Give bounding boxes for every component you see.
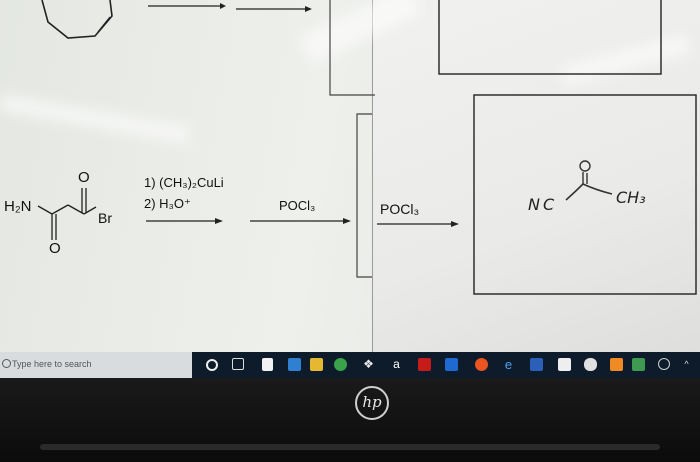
powerpoint-icon[interactable] <box>610 358 623 371</box>
reaction-arrow-3-head <box>451 221 459 227</box>
product-oxygen <box>579 160 591 172</box>
lock-icon[interactable] <box>262 358 273 371</box>
edge-icon[interactable]: e <box>504 357 513 372</box>
reagent-step-1: 1) (CH₃)₂CuLi <box>144 175 224 190</box>
amine-label: H₂N <box>4 198 32 215</box>
answer-box-top-left <box>329 0 375 96</box>
reagent-step-2: 2) H₃O⁺ <box>144 196 191 211</box>
answer-box-middle <box>356 113 372 278</box>
reagent-pocl3-a: POCl₃ <box>279 198 316 213</box>
word-icon[interactable] <box>530 358 543 371</box>
product-skeleton <box>565 183 613 201</box>
laptop-bezel: hp <box>0 378 700 462</box>
user-icon[interactable] <box>658 358 670 370</box>
bond <box>67 204 85 215</box>
hp-logo: hp <box>355 386 389 420</box>
search-icon <box>2 359 11 368</box>
top-arrow-1-head <box>220 3 226 9</box>
reaction-arrow-2-head <box>343 218 351 224</box>
reaction-scheme <box>37 0 697 295</box>
cycloalkene-ring <box>41 0 113 39</box>
task-view-icon[interactable] <box>232 358 244 370</box>
dropbox-icon[interactable]: ❖ <box>363 357 374 371</box>
netflix-icon[interactable] <box>418 358 431 371</box>
oxygen-top-label: O <box>78 169 90 186</box>
top-arrow-2-head <box>305 6 312 12</box>
store-icon[interactable]: a <box>393 357 400 371</box>
search-box[interactable]: Type here to search <box>0 352 192 378</box>
search-placeholder: Type here to search <box>12 359 92 369</box>
reagent-pocl3-b: POCl₃ <box>380 201 420 217</box>
app-icon-2[interactable] <box>584 358 597 371</box>
file-explorer-icon[interactable] <box>288 358 301 371</box>
screen: H₂N O Br O 1) (CH₃)₂CuLi 2) H₃O⁺ POCl₃ P… <box>0 0 700 352</box>
oxygen-bottom-label: O <box>49 240 61 257</box>
product-methyl-label: CH₃ <box>616 188 646 207</box>
answer-box-top-right <box>438 0 662 75</box>
folder-icon[interactable] <box>310 358 323 371</box>
bond <box>51 204 69 215</box>
firefox-icon[interactable] <box>475 358 488 371</box>
cortana-icon[interactable] <box>206 359 218 371</box>
mail-icon[interactable] <box>558 358 571 371</box>
product-nitrile-label: NC <box>528 195 558 214</box>
double-bond-line <box>97 16 111 33</box>
reaction-arrow-1-head <box>215 218 223 224</box>
chrome-icon[interactable] <box>334 358 347 371</box>
bond <box>37 205 53 215</box>
bromide-label: Br <box>98 210 112 226</box>
bezel-strip <box>40 444 660 450</box>
answer-box-product <box>473 94 697 295</box>
app-icon[interactable] <box>445 358 458 371</box>
app-icon-3[interactable] <box>632 358 645 371</box>
chevron-up-icon[interactable]: ^ <box>684 359 689 369</box>
taskbar: Type here to search ❖ a e ^ <box>0 352 700 378</box>
